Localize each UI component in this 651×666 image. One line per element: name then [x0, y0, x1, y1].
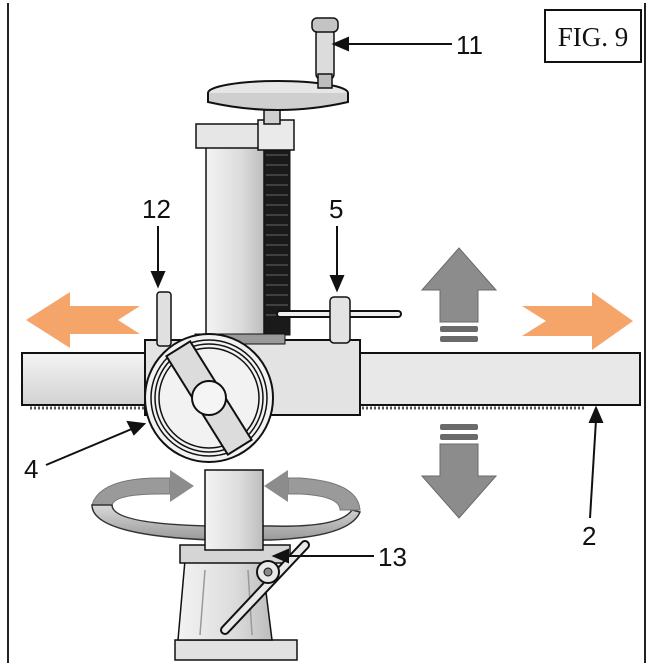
orange-right-arrow-icon — [522, 292, 633, 350]
vertical-post — [195, 119, 295, 341]
base-column — [174, 544, 298, 661]
lock-lever — [220, 540, 310, 635]
callout-13: 13 — [378, 542, 407, 572]
mid-column — [204, 469, 264, 551]
figure-label-box: FIG. 9 — [544, 9, 642, 63]
callout-11: 11 — [456, 30, 483, 60]
callout-leaders — [45, 36, 604, 564]
figure-frame — [7, 3, 646, 663]
locating-pin — [156, 291, 172, 347]
gray-down-arrow-icon — [420, 424, 498, 519]
rotation-arrows-icon — [91, 470, 362, 541]
callout-5: 5 — [329, 194, 343, 224]
callout-2: 2 — [582, 521, 596, 551]
callout-4: 4 — [24, 454, 38, 484]
arm-handwheel — [144, 333, 274, 463]
arm-lock-handle — [276, 296, 402, 344]
callout-12: 12 — [142, 194, 171, 224]
orange-left-arrow-icon — [26, 292, 140, 348]
top-handwheel — [207, 17, 349, 125]
figure-label: FIG. 9 — [558, 22, 629, 52]
callout-labels: 11 12 5 4 2 13 — [24, 30, 596, 572]
gray-up-arrow-icon — [420, 247, 498, 342]
horizontal-arm — [21, 333, 641, 416]
